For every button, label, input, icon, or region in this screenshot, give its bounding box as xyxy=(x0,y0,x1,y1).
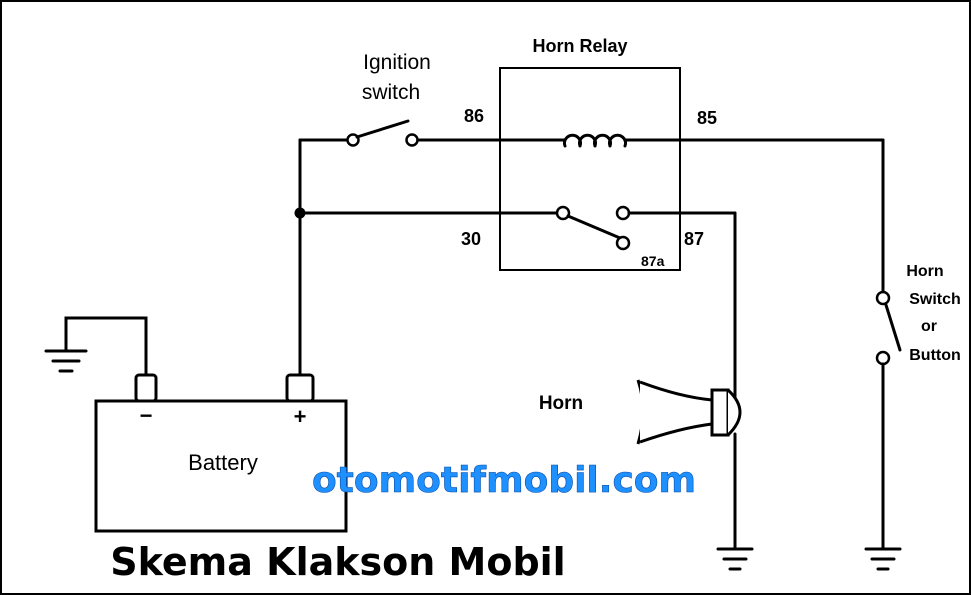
horn-switch-label: Button xyxy=(909,347,961,364)
battery-ground-wire xyxy=(64,316,148,377)
horn-relay-label: Horn Relay xyxy=(532,36,627,56)
relay-terminal-87a xyxy=(615,235,631,251)
pin-87a-label: 87a xyxy=(641,253,665,269)
pin-87-label: 87 xyxy=(684,229,704,249)
pin-86-label: 86 xyxy=(464,106,484,126)
watermark-text: otomotifmobil.com xyxy=(312,460,696,501)
horn-switch-label: or xyxy=(921,318,937,335)
horn-label: Horn xyxy=(539,393,583,414)
ignition-terminal-b xyxy=(405,133,419,147)
relay-coil xyxy=(556,133,627,148)
pin-30-label: 30 xyxy=(461,229,481,249)
battery-negative-post xyxy=(134,373,158,403)
ignition-switch-blade xyxy=(355,119,410,139)
relay-terminal-87 xyxy=(615,205,631,221)
relay-terminal-30 xyxy=(555,205,571,221)
horn-switch-terminal-bottom xyxy=(875,350,891,366)
horn-switch-blade xyxy=(884,303,902,352)
battery-body xyxy=(94,399,348,533)
ground-symbol-right xyxy=(864,547,902,571)
battery-minus-label: − xyxy=(140,403,153,428)
pin-85-label: 85 xyxy=(697,108,717,128)
battery-positive-post xyxy=(285,373,315,403)
battery-plus-label: + xyxy=(294,404,307,429)
relay-box xyxy=(499,67,681,271)
ignition-label: switch xyxy=(362,81,420,104)
ground-symbol-horn xyxy=(716,547,754,571)
horn-switch-label: Horn xyxy=(906,263,943,280)
horn-icon xyxy=(636,379,742,445)
horn-switch-terminal-top xyxy=(875,290,891,306)
battery-label: Battery xyxy=(188,450,258,475)
relay-contact-arm xyxy=(566,214,622,240)
ignition-label: Ignition xyxy=(363,51,431,74)
horn-switch-label: Switch xyxy=(909,291,961,308)
page-title: Skema Klakson Mobil xyxy=(110,540,565,584)
ground-symbol-battery xyxy=(44,349,88,373)
